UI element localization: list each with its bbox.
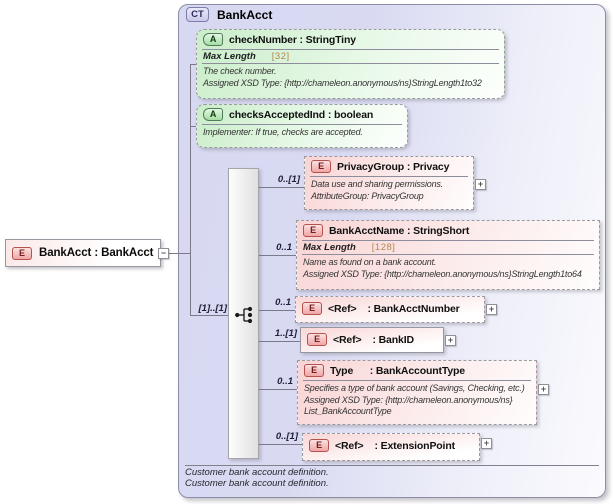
annotation: AttributeGroup: PrivacyGroup (311, 190, 424, 201)
cardinality-extensionpoint: 0..[1] (275, 431, 298, 442)
element-icon: E (303, 224, 323, 237)
expand-toggle-type[interactable]: + (538, 384, 549, 395)
divider (202, 124, 402, 125)
connector-trunk (190, 64, 191, 316)
annotation: Specifies a type of bank account (Saving… (304, 383, 525, 393)
connector-bankid (259, 341, 300, 342)
cardinality-bankacctnumber: 0..1 (275, 297, 291, 308)
expand-toggle-privacygroup[interactable]: + (475, 179, 486, 190)
divider (302, 254, 594, 255)
footer-annotation: Customer bank account definition. (185, 478, 329, 489)
cardinality-privacygroup: 0..[1] (277, 174, 300, 185)
annotation: Name as found on a bank account. (303, 257, 437, 267)
element-privacygroup[interactable]: E PrivacyGroup : Privacy Data use and sh… (304, 156, 474, 210)
facet-value: [32] (271, 51, 290, 62)
element-icon: E (302, 302, 322, 315)
complex-type-icon: CT (186, 7, 209, 22)
footer-annotation: Customer bank account definition. (185, 467, 329, 478)
connector-privacygroup (259, 187, 304, 188)
element-icon: E (304, 364, 324, 377)
expand-toggle-extensionpoint[interactable]: + (481, 438, 492, 449)
divider (202, 49, 499, 50)
element-ref-bankacctnumber-label: <Ref> : BankAcctNumber (328, 302, 460, 315)
element-icon: E (311, 160, 331, 173)
annotation: Data use and sharing permissions. (311, 179, 443, 189)
sequence-icon (234, 305, 256, 325)
attribute-checksacceptedind[interactable]: A checksAcceptedInd : boolean Implemente… (196, 104, 408, 148)
element-icon: E (307, 333, 327, 346)
element-privacygroup-label: PrivacyGroup : Privacy (337, 160, 450, 173)
annotation: Assigned XSD Type: {http://chameleon.ano… (304, 394, 513, 405)
connector-bankacctnumber (259, 310, 295, 311)
element-ref-extensionpoint[interactable]: E <Ref> : ExtensionPoint (302, 433, 480, 461)
element-bankacctname[interactable]: E BankAcctName : StringShort Max Length … (296, 220, 600, 290)
annotation: List_BankAccountType (304, 406, 392, 416)
root-element-bankacct[interactable]: E BankAcct : BankAcct (5, 239, 161, 267)
expand-toggle-bankid[interactable]: + (445, 335, 456, 346)
element-ref-extensionpoint-label: <Ref> : ExtensionPoint (335, 439, 455, 452)
connector-extensionpoint (259, 444, 302, 445)
connector-bankacctname (259, 255, 296, 256)
root-element-label: BankAcct : BankAcct (39, 247, 154, 259)
footer-divider (185, 465, 599, 466)
connector-attr-checksaccepted (190, 126, 197, 127)
collapse-toggle-root[interactable]: − (158, 248, 169, 259)
element-icon: E (12, 246, 32, 260)
attribute-icon: A (203, 108, 223, 121)
attribute-checknumber-label: checkNumber : StringTiny (229, 33, 356, 46)
element-ref-bankid[interactable]: E <Ref> : BankID (300, 327, 444, 353)
connector-type (259, 389, 297, 390)
annotation: Implementer: If true, checks are accepte… (203, 127, 363, 137)
attribute-icon: A (203, 33, 223, 46)
annotation: Assigned XSD Type: {http://chameleon.ano… (203, 77, 482, 88)
element-bankacctname-label: BankAcctName : StringShort (329, 224, 470, 237)
facet-label: Max Length (203, 51, 256, 62)
divider (310, 176, 468, 177)
element-ref-bankacctnumber[interactable]: E <Ref> : BankAcctNumber (295, 296, 485, 323)
connector-root-to-container (169, 253, 190, 254)
element-ref-bankid-label: <Ref> : BankID (333, 333, 414, 346)
element-type-label: Type : BankAccountType (330, 364, 465, 377)
cardinality-type: 0..1 (277, 376, 293, 387)
expand-toggle-bankacctnumber[interactable]: + (486, 304, 497, 315)
attribute-checknumber[interactable]: A checkNumber : StringTiny Max Length [3… (196, 29, 505, 99)
complex-type-header: CT BankAcct (186, 7, 272, 22)
cardinality-sequence: [1]..[1] (198, 303, 228, 314)
element-type[interactable]: E Type : BankAccountType Specifies a typ… (297, 360, 537, 425)
annotation: Assigned XSD Type: {http://chameleon.ano… (303, 268, 582, 279)
attribute-checksacceptedind-label: checksAcceptedInd : boolean (229, 108, 374, 121)
complex-type-title: BankAcct (217, 7, 273, 22)
facet-value: [128] (371, 242, 396, 253)
facet-label: Max Length (303, 242, 356, 253)
divider (302, 240, 594, 241)
cardinality-bankid: 1..[1] (274, 328, 297, 339)
annotation: The check number. (203, 66, 277, 76)
element-icon: E (309, 439, 329, 452)
connector-attr-checknumber (190, 64, 197, 65)
connector-sequence (190, 315, 228, 316)
divider (303, 380, 531, 381)
divider (202, 63, 499, 64)
cardinality-bankacctname: 0..1 (276, 242, 292, 253)
